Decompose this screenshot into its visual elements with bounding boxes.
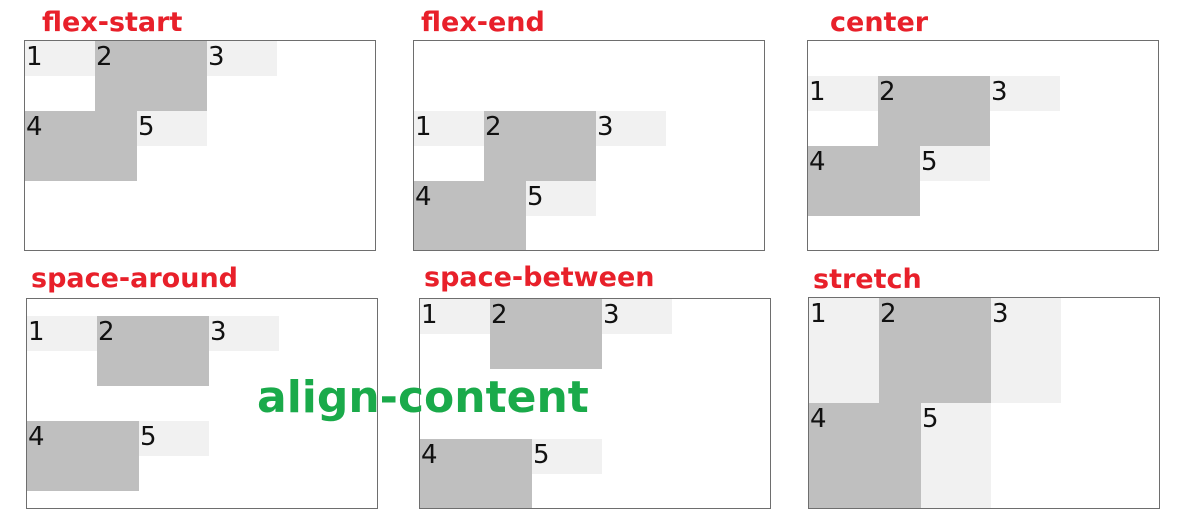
flex-item-2: 2 bbox=[484, 111, 596, 181]
flex-item-2: 2 bbox=[878, 76, 990, 146]
flex-container-flex-end: 1 2 3 4 5 bbox=[413, 40, 765, 251]
panel-title-flex-start: flex-start bbox=[42, 7, 183, 38]
flex-item-4: 4 bbox=[420, 439, 532, 508]
flex-item-5: 5 bbox=[137, 111, 207, 146]
flex-item-4: 4 bbox=[808, 146, 920, 216]
flex-container-space-around: 1 2 3 4 5 bbox=[26, 298, 378, 509]
panel-title-stretch: stretch bbox=[813, 264, 922, 295]
flex-item-5: 5 bbox=[526, 181, 596, 216]
flex-item-1: 1 bbox=[25, 41, 95, 76]
flex-item-3: 3 bbox=[602, 299, 672, 334]
flex-item-5: 5 bbox=[139, 421, 209, 456]
panel-title-space-between: space-between bbox=[424, 262, 655, 293]
flex-item-2: 2 bbox=[97, 316, 209, 386]
flex-container-flex-start: 1 2 3 4 5 bbox=[24, 40, 376, 251]
flex-item-1: 1 bbox=[420, 299, 490, 334]
diagram-heading: align-content bbox=[257, 372, 589, 423]
flex-container-stretch: 1 2 3 4 5 bbox=[808, 297, 1160, 509]
flex-item-4: 4 bbox=[25, 111, 137, 181]
flex-item-2: 2 bbox=[95, 41, 207, 111]
flex-item-3: 3 bbox=[207, 41, 277, 76]
flex-item-4: 4 bbox=[414, 181, 526, 250]
flex-item-1: 1 bbox=[808, 76, 878, 111]
flex-container-center: 1 2 3 4 5 bbox=[807, 40, 1159, 251]
flex-item-1: 1 bbox=[809, 298, 879, 403]
flex-item-5: 5 bbox=[920, 146, 990, 181]
flex-item-3: 3 bbox=[991, 298, 1061, 403]
panel-title-center: center bbox=[830, 7, 929, 38]
flex-container-space-between: 1 2 3 4 5 bbox=[419, 298, 771, 509]
flex-item-2: 2 bbox=[879, 298, 991, 403]
flex-item-5: 5 bbox=[921, 403, 991, 508]
flex-item-3: 3 bbox=[990, 76, 1060, 111]
flex-item-1: 1 bbox=[27, 316, 97, 351]
flex-item-2: 2 bbox=[490, 299, 602, 369]
flex-item-5: 5 bbox=[532, 439, 602, 474]
panel-title-space-around: space-around bbox=[31, 263, 238, 294]
panel-title-flex-end: flex-end bbox=[421, 7, 545, 38]
flex-item-3: 3 bbox=[596, 111, 666, 146]
flex-item-1: 1 bbox=[414, 111, 484, 146]
flex-item-4: 4 bbox=[27, 421, 139, 491]
flex-item-4: 4 bbox=[809, 403, 921, 508]
flex-item-3: 3 bbox=[209, 316, 279, 351]
